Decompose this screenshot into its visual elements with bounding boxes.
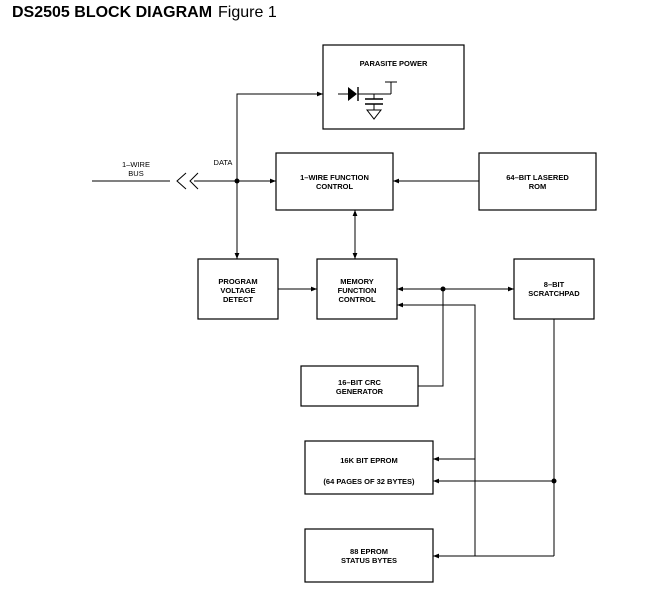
crc-label-2: GENERATOR <box>336 387 384 396</box>
mfc-block <box>316 258 398 320</box>
bus-label-1: 1–WIRE <box>122 160 150 169</box>
data-to-parasite-power <box>236 91 323 181</box>
crc-label-1: 16–BIT CRC <box>338 378 382 387</box>
parasite-power-label: PARASITE POWER <box>360 59 428 68</box>
scratchpad-label-2: SCRATCHPAD <box>528 289 580 298</box>
pvd-block <box>197 258 279 320</box>
pvd-label-1: PROGRAM <box>218 277 257 286</box>
eprom-bus-to-mfc <box>397 302 476 556</box>
mfc-label-2: FUNCTION <box>338 286 377 295</box>
status-block <box>304 528 434 583</box>
pvd-label-3: DETECT <box>223 295 253 304</box>
rom-label-1: 64–BIT LASERED <box>506 173 569 182</box>
diode-capacitor-icon <box>338 81 397 120</box>
diagram-title: DS2505 BLOCK DIAGRAM Figure 1 <box>12 4 277 22</box>
bus-connector-icon-2 <box>189 172 199 190</box>
eprom-label-2: (64 PAGES OF 32 BYTES) <box>323 477 415 486</box>
figure-label: Figure 1 <box>218 4 277 21</box>
scratchpad-label-1: 8–BIT <box>544 280 565 289</box>
scratchpad-block <box>513 258 595 320</box>
function-control-block <box>275 152 394 211</box>
eprom-block <box>304 440 434 495</box>
status-label-1: 88 EPROM <box>350 547 388 556</box>
parasite-power-block <box>322 44 465 130</box>
rom-label-2: ROM <box>529 182 547 191</box>
mfc-label-1: MEMORY <box>340 277 373 286</box>
crc-block <box>300 365 419 407</box>
status-label-2: STATUS BYTES <box>341 556 397 565</box>
bus-label-2: BUS <box>128 169 143 178</box>
rom-block <box>478 152 597 211</box>
eprom-label-1: 16K BIT EPROM <box>340 456 398 465</box>
pvd-label-2: VOLTAGE <box>220 286 255 295</box>
scratchpad-junction <box>551 478 557 484</box>
mfc-label-3: CONTROL <box>338 295 375 304</box>
function-control-label-2: CONTROL <box>316 182 353 191</box>
data-label: DATA <box>214 158 233 167</box>
function-control-label-1: 1–WIRE FUNCTION <box>300 173 369 182</box>
bus-connector-icon <box>176 172 187 190</box>
crc-connection <box>418 289 444 387</box>
title-text: DS2505 BLOCK DIAGRAM <box>12 4 213 21</box>
